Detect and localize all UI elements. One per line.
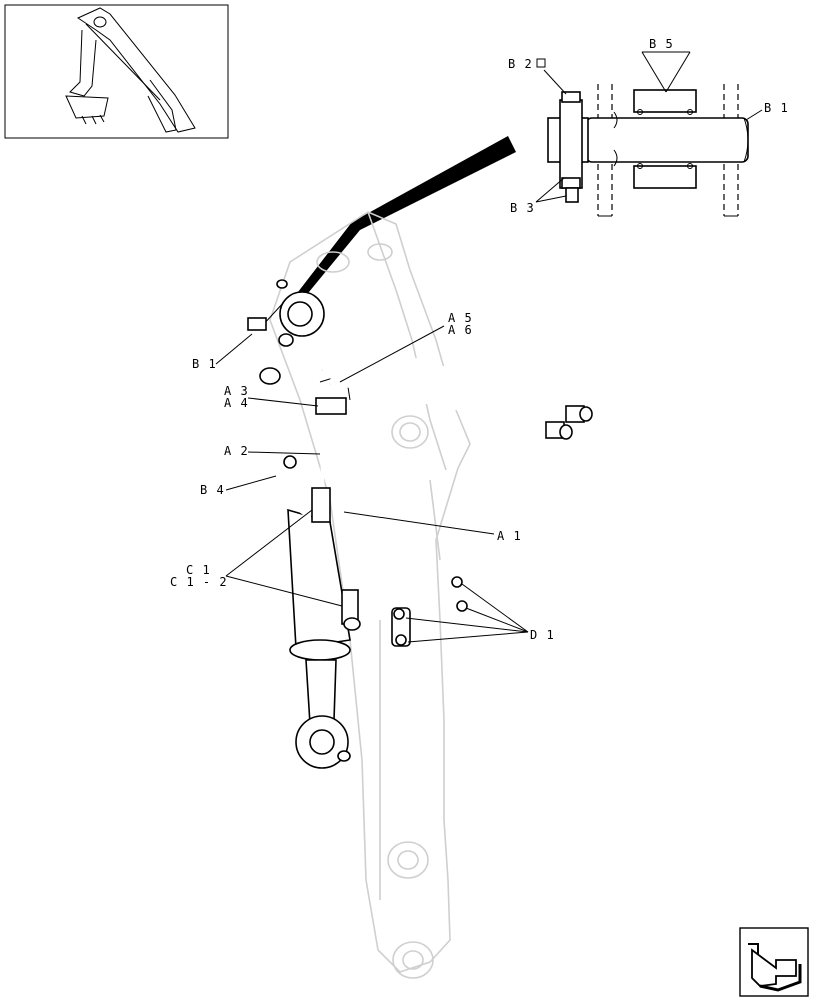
arm-cylinder: [287, 508, 351, 769]
label-b2: B 2: [508, 57, 533, 71]
label-a3: A 3: [224, 384, 249, 398]
hose-pipes: [311, 373, 361, 631]
excavator-thumbnail-icon[interactable]: [4, 4, 229, 139]
detail-pointer: [298, 136, 516, 298]
label-d1: D 1: [530, 628, 555, 642]
pipe-b4: [259, 367, 314, 522]
next-page-arrow-icon[interactable]: [739, 927, 809, 997]
bolts-d1: [391, 576, 468, 647]
long-hoses: [320, 349, 593, 440]
square-marker-icon: [536, 58, 546, 68]
boom-pin: [247, 279, 325, 347]
label-c1-2: C 1 - 2: [170, 575, 228, 589]
leader-lines: [215, 51, 763, 643]
label-a5: A 5: [448, 311, 473, 325]
label-b4: B 4: [200, 483, 225, 497]
label-a2: A 2: [224, 444, 249, 458]
label-b5: B 5: [649, 37, 674, 51]
label-a4: A 4: [224, 396, 249, 410]
label-a6: A 6: [448, 323, 473, 337]
pin-detail-view: [547, 84, 749, 217]
label-b1: B 1: [192, 357, 217, 371]
label-c1: C 1: [186, 563, 211, 577]
label-b3: B 3: [510, 201, 535, 215]
label-b1-detail: B 1: [764, 101, 789, 115]
label-a1: A 1: [497, 529, 522, 543]
